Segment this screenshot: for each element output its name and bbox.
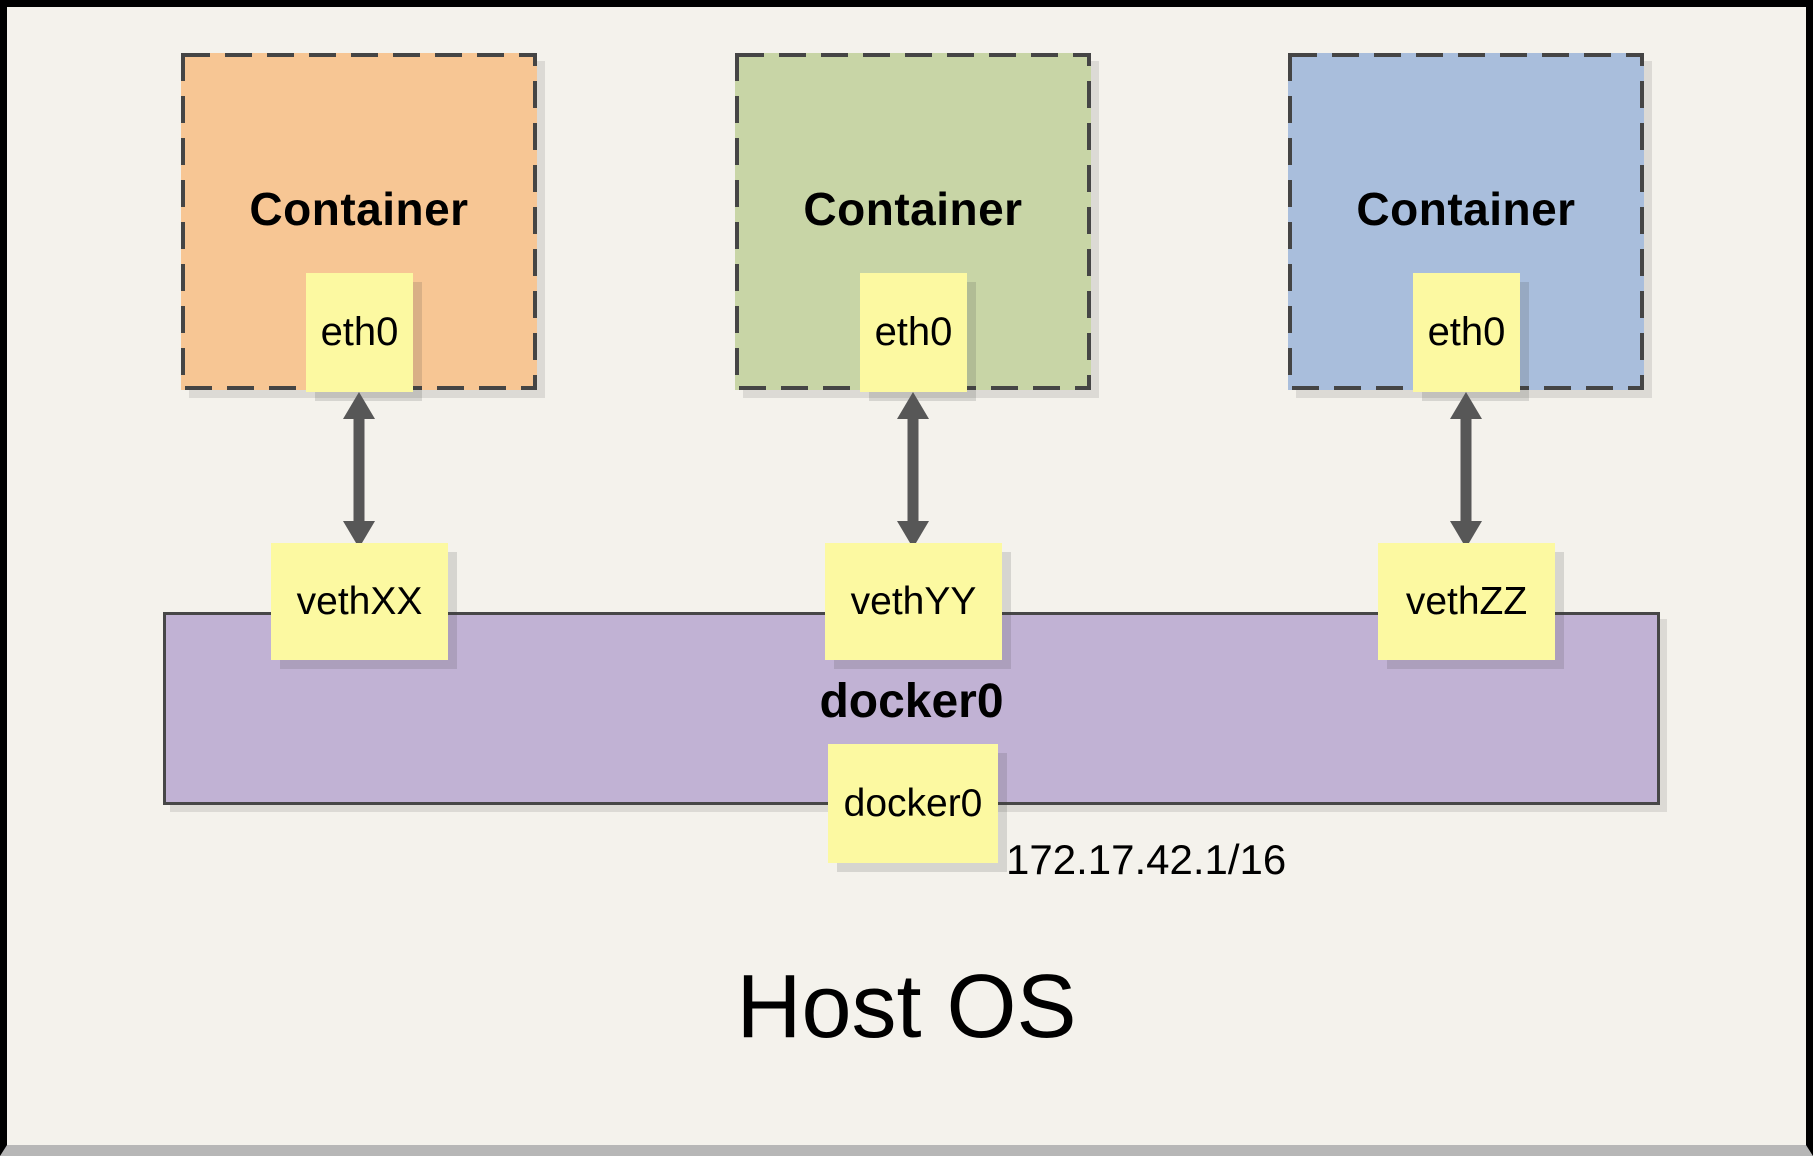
vethZZ-label: vethZZ: [1405, 579, 1528, 623]
docker0-ip-label: 172.17.42.1/16: [1006, 836, 1287, 883]
container-2-eth0-label: eth0: [874, 310, 953, 354]
container-3-eth0-label: eth0: [1427, 310, 1506, 354]
container-2-label: Container: [803, 183, 1023, 235]
container-1-label: Container: [249, 183, 469, 235]
container-1-eth0-box: eth0: [306, 273, 413, 392]
container-box-2: Container eth0: [735, 53, 1091, 392]
docker0-interface-box: docker0: [828, 744, 998, 863]
vethYY-box: vethYY: [825, 543, 1002, 660]
host-os-label: Host OS: [736, 957, 1077, 1057]
container-2-eth0-box: eth0: [860, 273, 967, 392]
double-arrow-icon-3: [1450, 392, 1482, 548]
container-3-label: Container: [1356, 183, 1576, 235]
container-3-eth0-box: eth0: [1413, 273, 1520, 392]
vethZZ-box: vethZZ: [1378, 543, 1555, 660]
vethXX-box: vethXX: [271, 543, 448, 660]
double-arrow-icon-2: [897, 392, 929, 548]
container-box-1: Container eth0: [181, 53, 537, 392]
docker0-interface-label: docker0: [843, 781, 983, 825]
double-arrow-icon-1: [343, 392, 375, 548]
container-1-eth0-label: eth0: [320, 310, 399, 354]
vethYY-label: vethYY: [850, 579, 977, 623]
vethXX-label: vethXX: [296, 579, 423, 623]
container-box-3: Container eth0: [1288, 53, 1644, 392]
docker0-bridge-label: docker0: [819, 675, 1004, 728]
